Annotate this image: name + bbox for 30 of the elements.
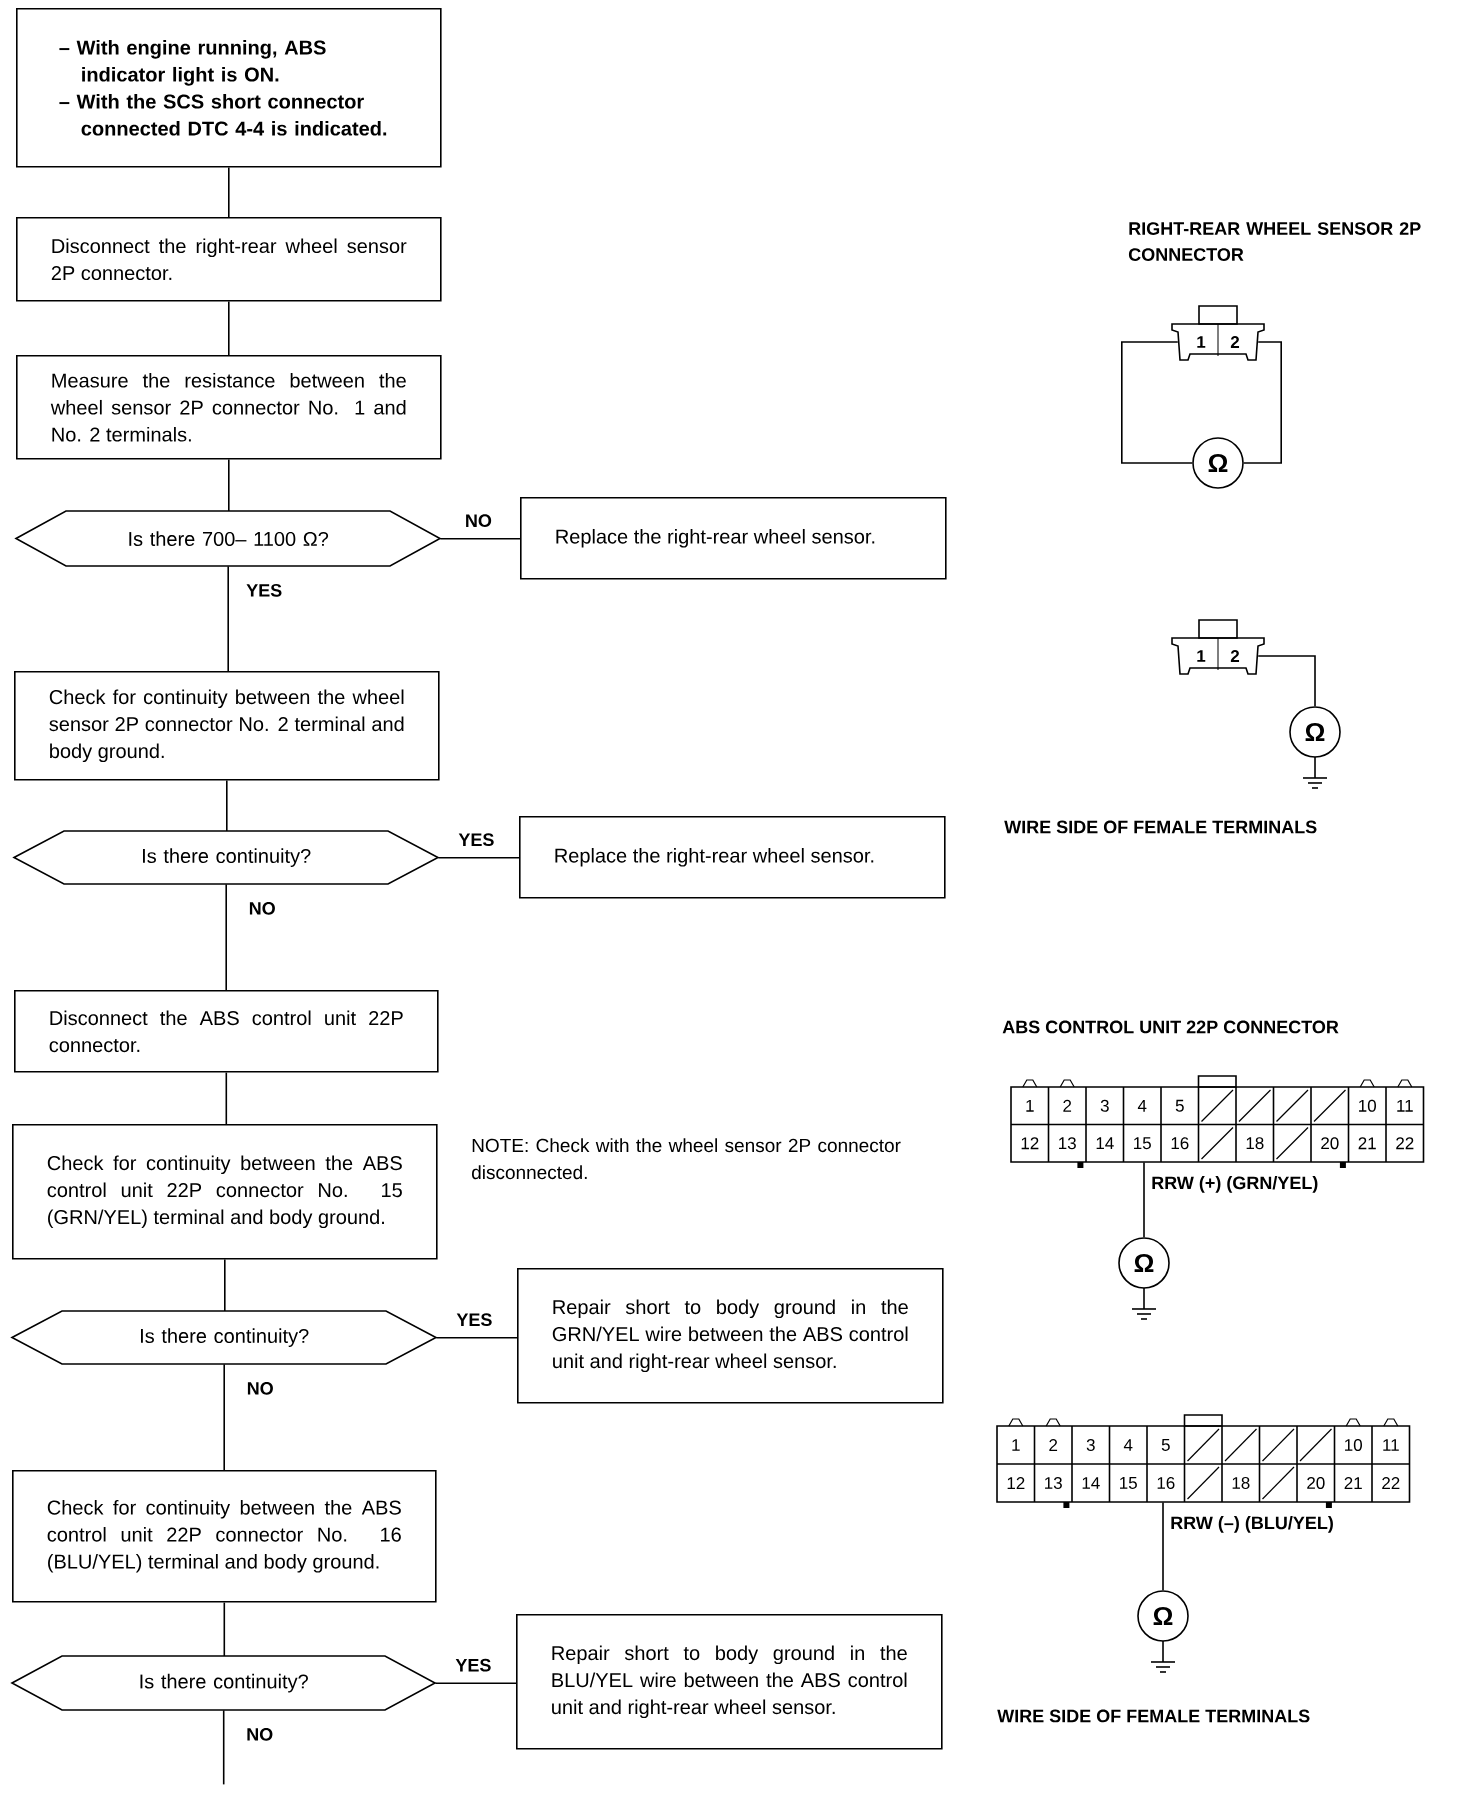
- connector-drawing: 1 2: [1171, 305, 1265, 361]
- edge-label: NO: [245, 1381, 275, 1396]
- edge-label: NO: [247, 901, 277, 916]
- edge-label: YES: [457, 832, 496, 848]
- note-text: NOTE: Check with the wheel sensor 2P connector disconnected.: [472, 1138, 901, 1180]
- process-box: Repair short to body ground in the BLU/YEL wire between the ABS control unit and right-rear wheel sensor.: [516, 1614, 943, 1750]
- edge-label: YES: [454, 1657, 493, 1673]
- wire-label: RRW (–) (BLU/YEL): [1169, 1515, 1335, 1534]
- heading: ABS CONTROL UNIT 22P CONNECTOR: [1002, 1020, 1339, 1034]
- process-box: Measure the resistance between the wheel sensor 2P connector No. 1 and No. 2 terminals.: [16, 355, 442, 460]
- edge-label: YES: [245, 583, 284, 598]
- heading: WIRE SIDE OF FEMALE TERMINALS: [1004, 820, 1317, 834]
- edge-label: YES: [455, 1312, 494, 1328]
- heading: RIGHT-REAR WHEEL SENSOR 2P CONNECTOR: [1128, 222, 1421, 261]
- edge-label: NO: [463, 513, 493, 529]
- process-box: Check for continuity between the ABS control unit 22P connector No. 16 (BLU/YEL) terminal and body ground.: [12, 1470, 437, 1603]
- process-box: Replace the right-rear wheel sensor.: [519, 816, 946, 899]
- heading: WIRE SIDE OF FEMALE TERMINALS: [997, 1709, 1310, 1723]
- process-box: Check for continuity between the ABS control unit 22P connector No. 15 (GRN/YEL) terminal and body ground.: [12, 1124, 438, 1260]
- connector-drawing: 1 2: [1171, 619, 1265, 675]
- process-box: Disconnect the right-rear wheel sensor 2P connector.: [16, 217, 442, 302]
- edge-label: NO: [245, 1727, 275, 1742]
- process-box: Check for continuity between the wheel sensor 2P connector No. 2 terminal and body ground.: [14, 671, 440, 781]
- condition-box: – With engine running, ABS indicator light is ON. – With the SCS short connector connected DTC 4-4 is indicated.: [16, 8, 442, 168]
- process-box: Disconnect the ABS control unit 22P connector.: [14, 990, 439, 1073]
- connector-drawing: 1 2 3 4 5 10 11 12 13 14 15 16 18 20 21 22: [1010, 1075, 1425, 1168]
- process-box: Replace the right-rear wheel sensor.: [520, 497, 947, 580]
- process-box: Repair short to body ground in the GRN/YEL wire between the ABS control unit and right-rear wheel sensor.: [517, 1268, 944, 1404]
- wire-label: RRW (+) (GRN/YEL): [1150, 1175, 1320, 1194]
- connector-drawing: 1 2 3 4 5 10 11 12 13 14 15 16 18 20 21 22: [996, 1414, 1411, 1508]
